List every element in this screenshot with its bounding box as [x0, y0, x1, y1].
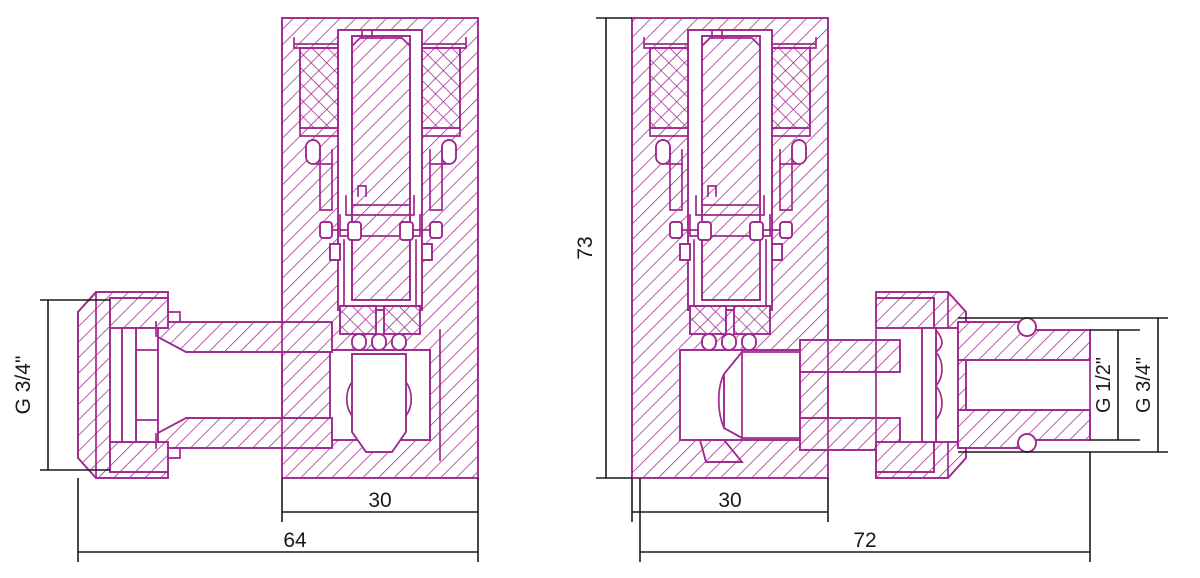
right-seat-balls: [701, 333, 757, 351]
left-packing-gland-left: [299, 47, 339, 129]
right-union-seal: [921, 327, 959, 443]
dim-label-right-inner: 30: [718, 489, 741, 512]
right-gland-rings: [643, 37, 817, 137]
dim-left-inner: [281, 478, 479, 522]
left-inlet-pipe: [155, 321, 333, 449]
left-lower-packing: [339, 305, 421, 335]
right-valve-seat-cone: [698, 350, 801, 463]
left-mid-mechanism: [319, 185, 443, 307]
dimension-text-layer: G 3/4" 30 64 73 G 1/2" G 3/4" 30 72: [12, 236, 1155, 552]
right-lower-packing: [689, 305, 771, 335]
dim-label-right-thread-outer: G 3/4": [1133, 357, 1155, 413]
dim-right-overall: [639, 452, 1091, 562]
right-packing-gland-right: [771, 47, 811, 129]
dim-label-center-height: 73: [574, 236, 597, 259]
right-packing-gland-left: [649, 47, 689, 129]
dim-left-overall: [77, 478, 479, 562]
left-gland-rings: [293, 37, 467, 137]
right-valve-assembly: [631, 17, 1091, 479]
dimension-layer: [40, 17, 1168, 562]
dim-label-right-overall: 72: [853, 529, 876, 552]
right-body-inner-lines: [827, 321, 877, 461]
left-valve-stem: [350, 29, 412, 301]
dim-label-left-inner: 30: [368, 489, 391, 512]
right-valve-stem: [700, 29, 762, 301]
left-valve-plug: [345, 353, 413, 453]
right-mid-mechanism: [669, 185, 793, 307]
left-body-inner-lines: [281, 321, 441, 461]
left-valve-assembly: [77, 17, 479, 479]
dim-label-right-thread-inner: G 1/2": [1093, 357, 1115, 413]
dim-label-left-thread: G 3/4": [12, 356, 35, 415]
dim-label-left-overall: 64: [283, 529, 307, 552]
left-spindle-guides: [315, 149, 447, 211]
left-seat-balls: [351, 333, 407, 351]
dim-left-thread: [40, 299, 110, 471]
left-packing-gland-right: [421, 47, 461, 129]
dim-right-thread-inner: [1090, 329, 1140, 441]
right-spindle-guides: [665, 149, 797, 211]
dim-right-thread-outer: [958, 317, 1168, 453]
left-union-seal: [121, 327, 159, 443]
dim-center-height: [596, 17, 632, 479]
left-nut-pipe-joint: [155, 311, 181, 459]
dim-right-inner: [631, 478, 829, 522]
